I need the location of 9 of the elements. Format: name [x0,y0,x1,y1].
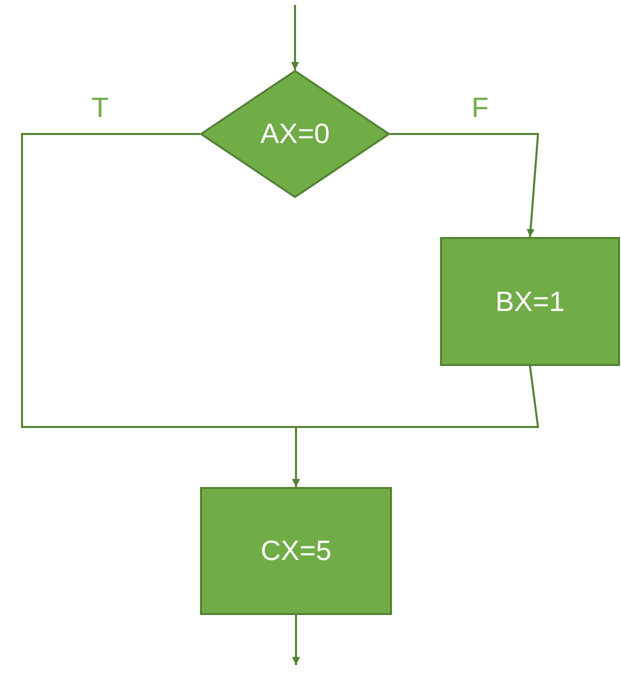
arrow [292,615,300,665]
process-box [440,237,620,366]
arrow [291,5,299,70]
arrow [390,133,540,238]
node-label: BX=1 [495,288,565,316]
node-label: CX=5 [260,537,332,565]
node-label: AX=0 [260,120,330,148]
arrow [292,366,540,487]
process-box [200,487,392,615]
